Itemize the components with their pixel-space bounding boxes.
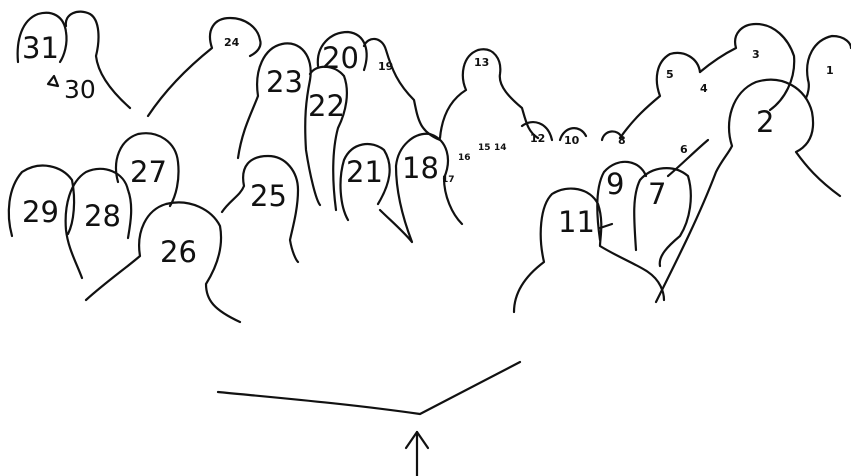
figure-number-13: 13 [474,56,489,69]
figure-number-26: 26 [160,235,197,269]
figure-22-outline [308,65,348,212]
figure-13-outline [438,48,540,140]
figure-number-22: 22 [308,89,345,123]
figure-number-31: 31 [22,31,59,65]
figure-3-outline [698,22,796,112]
figure-number-24: 24 [224,36,240,49]
figure-number-27: 27 [130,155,167,189]
figure-number-11: 11 [558,205,595,239]
figure-number-16: 16 [458,153,471,163]
figure-number-5: 5 [666,68,674,81]
figure-number-9: 9 [606,167,624,201]
figure-number-2: 2 [756,105,774,139]
figure-number-12: 12 [530,132,545,145]
figure-2-outline [654,78,842,304]
up-arrow-icon [404,430,430,476]
figure-number-10: 10 [564,134,580,147]
figure-number-28: 28 [84,199,121,233]
figure-number-21: 21 [346,155,383,189]
stage-edge-line [216,360,522,416]
figure-number-15: 15 [478,143,491,153]
figure-28-outline [64,167,133,280]
figure-number-18: 18 [402,151,439,185]
figure-8-outline [600,130,624,142]
figure-7-outline [633,167,692,268]
figure-21-outline [339,142,391,222]
figure-30-outline [64,10,132,110]
figure-number-23: 23 [266,65,303,99]
figure-30-mark [46,74,60,88]
figure-number-20: 20 [322,41,359,75]
figure-23-outline [236,42,322,207]
figure-number-30: 30 [64,75,96,104]
figure-5-outline [618,51,702,140]
figure-number-19: 19 [378,60,393,73]
figure-number-8: 8 [618,134,626,147]
figure-26-outline [84,201,242,324]
figure-number-4: 4 [700,82,708,95]
figure-1-body [804,78,810,100]
figure-number-6: 6 [680,143,688,156]
figure-number-29: 29 [22,195,59,229]
figure-number-7: 7 [648,177,666,211]
figure-number-3: 3 [752,48,760,61]
figure-12-outline [520,121,554,142]
figure-9-mark [598,222,614,230]
figure-20-outline [316,30,368,72]
figure-6-outline [666,138,710,178]
figure-number-14: 14 [494,143,507,153]
figure-24-outline [146,16,262,118]
figure-number-25: 25 [250,179,287,213]
figure-number-17: 17 [442,175,455,185]
figure-27-outline [114,132,180,208]
figure-number-1: 1 [826,64,834,77]
figure-18-outline [378,132,464,244]
figure-31-outline [16,11,68,64]
figure-19-outline [362,37,442,142]
figure-29-outline [7,164,76,238]
figure-1-outline [806,34,851,82]
figure-9-outline [596,160,648,242]
figure-25-outline [220,154,300,264]
figure-10-outline [558,127,588,142]
